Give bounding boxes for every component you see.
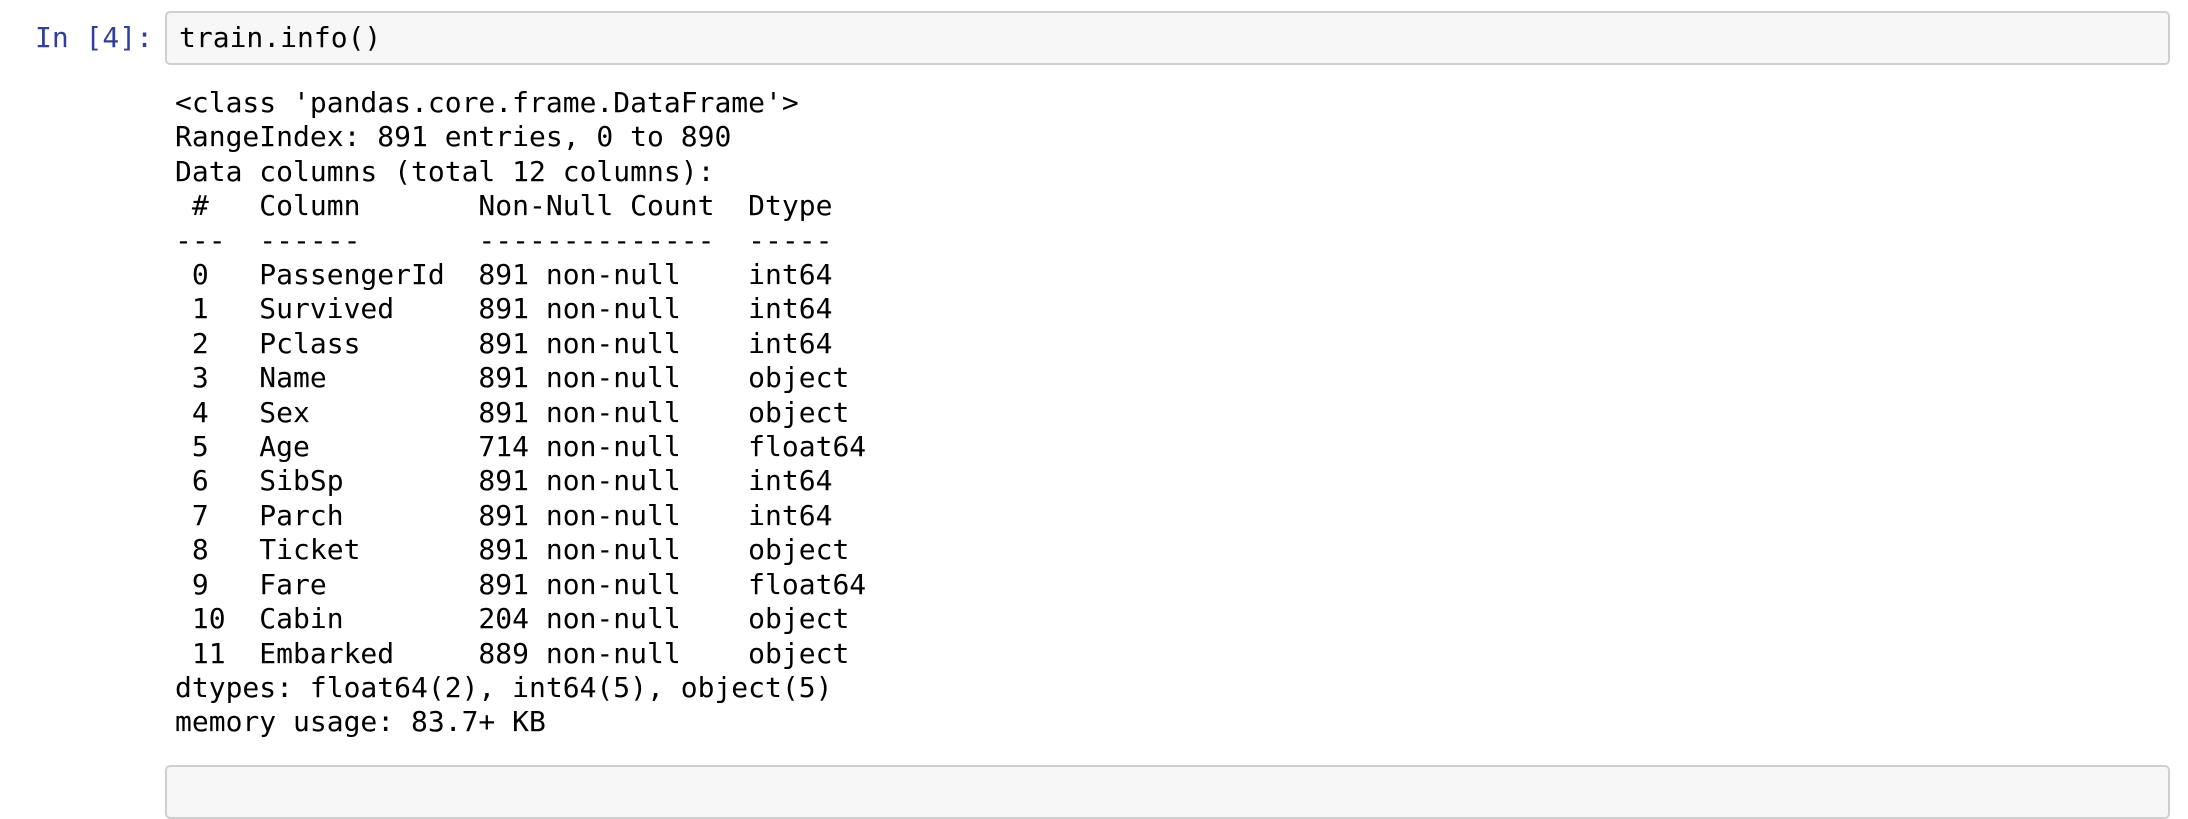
next-input-prompt (0, 765, 165, 772)
next-code-cell (0, 764, 2188, 819)
output-prompt-spacer (0, 86, 165, 93)
cell-output-row: <class 'pandas.core.frame.DataFrame'> Ra… (0, 86, 2188, 740)
code-text[interactable]: train.info() (179, 21, 382, 54)
code-cell: In [4]: train.info() <class 'pandas.core… (0, 0, 2188, 740)
next-code-input-area[interactable] (165, 764, 2170, 819)
next-cell-input-row (0, 764, 2188, 819)
output-text: <class 'pandas.core.frame.DataFrame'> Ra… (175, 86, 867, 739)
cell-input-row: In [4]: train.info() (0, 0, 2188, 65)
code-input-area[interactable]: train.info() (165, 11, 2170, 65)
input-prompt: In [4]: (34, 21, 153, 54)
